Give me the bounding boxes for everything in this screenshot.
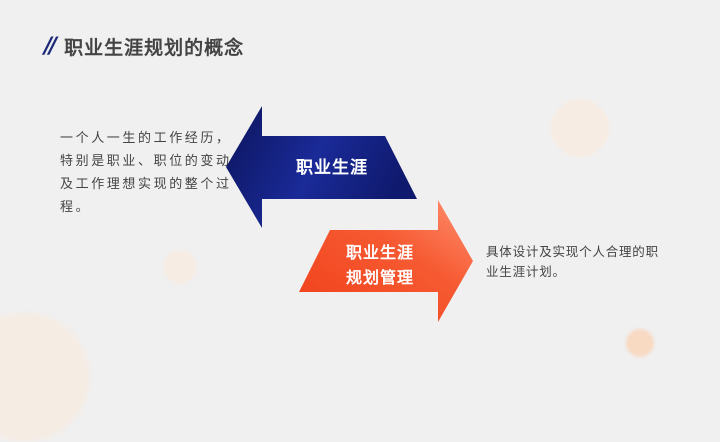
career-description: 一个人一生的工作经历，特别是职业、职位的变动及工作理想实现的整个过程。 [60, 131, 232, 215]
title-slash-icon: // [44, 33, 57, 59]
planning-label-line2: 规划管理 [345, 268, 414, 287]
planning-description: 具体设计及实现个人合理的职业生涯计划。 [486, 244, 659, 279]
decorative-circle [163, 250, 197, 284]
career-arrow-label: 职业生涯 [296, 158, 368, 178]
planning-label-line1: 职业生涯 [345, 243, 414, 262]
decorative-circle [626, 329, 654, 357]
planning-arrow-right [299, 200, 473, 322]
planning-arrow-label: 职业生涯 规划管理 [335, 240, 425, 290]
slide-header: // 职业生涯规划的概念 [44, 33, 244, 60]
decorative-circle [551, 99, 609, 157]
career-arrow-left [226, 106, 417, 228]
arrows-diagram [226, 106, 473, 322]
slide-title: 职业生涯规划的概念 [64, 37, 245, 59]
